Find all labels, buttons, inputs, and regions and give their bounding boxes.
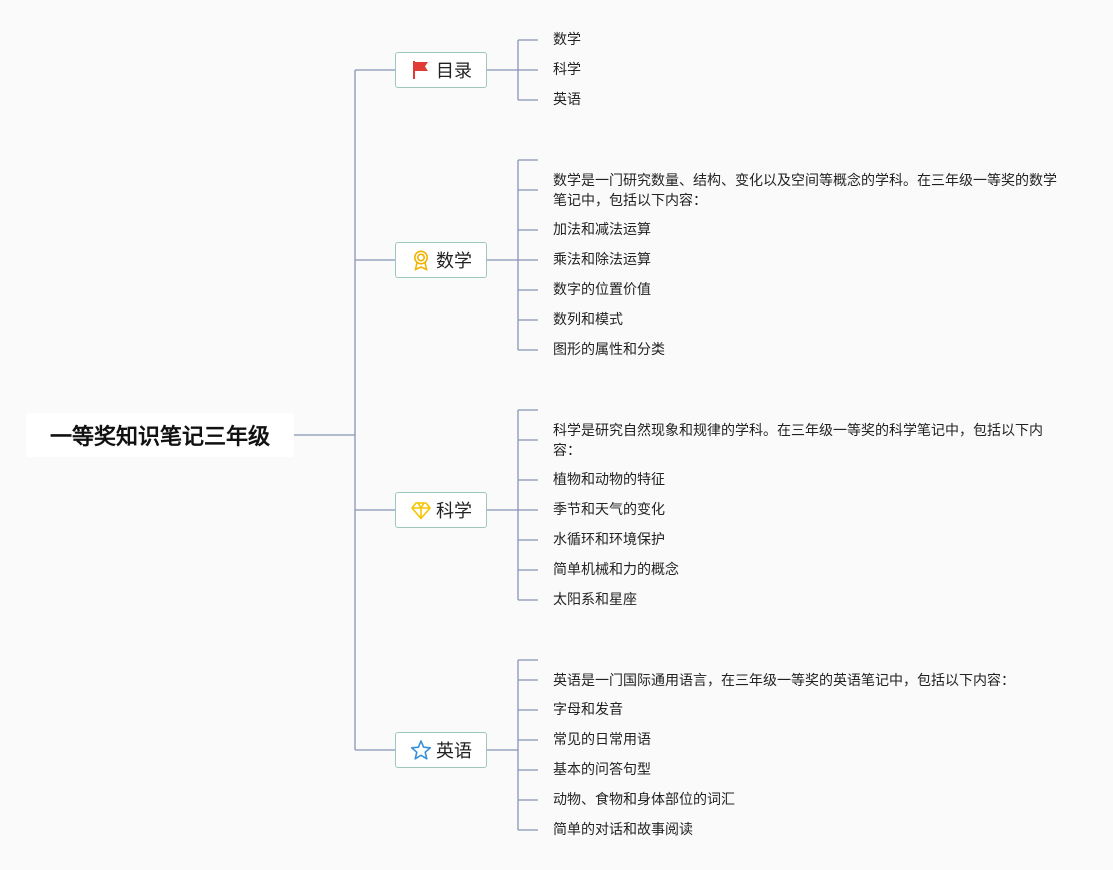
branch-3-ticks [518, 409, 538, 601]
leaf-item: 太阳系和星座 [553, 592, 637, 608]
leaf-item: 简单的对话和故事阅读 [553, 822, 693, 838]
medal-icon [410, 249, 432, 271]
branch-1-ticks [518, 39, 538, 101]
leaf-item: 基本的问答句型 [553, 762, 651, 778]
leaf-item: 数列和模式 [553, 312, 623, 328]
leaf-item: 水循环和环境保护 [553, 532, 665, 548]
root-title: 一等奖知识笔记三年级 [49, 425, 270, 450]
root-node[interactable]: 一等奖知识笔记三年级 [26, 413, 294, 457]
star-icon [410, 739, 432, 761]
branch-2-ticks [518, 159, 538, 351]
diamond-icon [410, 499, 432, 521]
branch-title: 目录 [436, 61, 472, 82]
leaf-item: 简单机械和力的概念 [553, 562, 679, 578]
leaf-item: 常见的日常用语 [553, 732, 651, 748]
leaf-item: 数学 [553, 32, 581, 48]
leaf-item: 数学是一门研究数量、结构、变化以及空间等概念的学科。在三年级一等奖的数学笔记中，… [553, 173, 1057, 209]
leaf-item: 季节和天气的变化 [553, 502, 665, 518]
branch-node-toc[interactable]: 目录 [395, 52, 487, 88]
leaf-item: 乘法和除法运算 [553, 252, 651, 268]
leaf-item: 科学 [553, 62, 581, 78]
branch-title: 科学 [436, 501, 472, 522]
leaf-item: 图形的属性和分类 [553, 342, 665, 358]
leaf-item: 字母和发音 [553, 702, 623, 718]
branch-node-science[interactable]: 科学 [395, 492, 487, 528]
branch-4-ticks [518, 659, 538, 831]
leaf-item: 科学是研究自然现象和规律的学科。在三年级一等奖的科学笔记中，包括以下内容： [553, 423, 1043, 459]
flag-icon [410, 59, 432, 81]
leaf-item: 数字的位置价值 [553, 282, 651, 298]
leaf-item: 英语 [553, 92, 581, 108]
leaf-item: 英语是一门国际通用语言，在三年级一等奖的英语笔记中，包括以下内容： [553, 673, 1015, 689]
branch-node-english[interactable]: 英语 [395, 732, 487, 768]
leaf-item: 加法和减法运算 [553, 222, 651, 238]
branch-title: 英语 [436, 741, 472, 762]
branch-title: 数学 [436, 251, 472, 272]
leaf-item: 植物和动物的特征 [553, 472, 665, 488]
leaf-item: 动物、食物和身体部位的词汇 [553, 792, 735, 808]
branch-node-math[interactable]: 数学 [395, 242, 487, 278]
